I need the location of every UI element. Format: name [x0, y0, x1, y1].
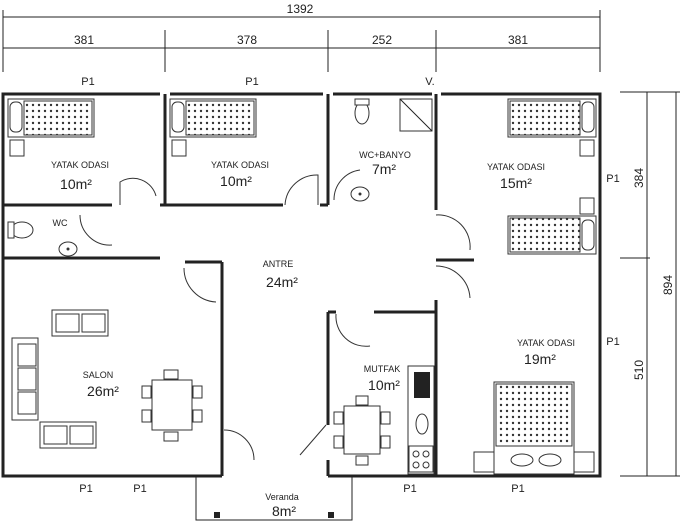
wc-bath-area: 7m²: [372, 161, 396, 177]
interior-walls: [3, 94, 474, 476]
window-tag-top-1: P1: [81, 76, 94, 88]
width-segment-1: 381: [74, 33, 94, 47]
window-tag-bottom-3: P1: [403, 483, 416, 495]
window-tag-right-2: P1: [606, 336, 619, 348]
living-room-furniture: [11, 309, 203, 449]
veranda-name: Veranda: [265, 492, 299, 502]
kitchen-area: 10m²: [368, 377, 400, 393]
bed-room-3-top: [507, 98, 597, 157]
top-dimension-lines: [2, 10, 601, 72]
bedroom-4-area: 19m²: [524, 351, 556, 367]
right-upper-dimension: 384: [632, 168, 646, 188]
window-tag-top-2: P1: [245, 76, 258, 88]
wc-bath-name: WC+BANYO: [359, 150, 411, 160]
kitchen-furniture: [333, 365, 435, 475]
living-area: 26m²: [87, 383, 119, 399]
bedroom-1-area: 10m²: [60, 176, 92, 192]
kitchen-name: MUTFAK: [364, 364, 401, 374]
window-tag-bottom-1: P1: [79, 483, 92, 495]
bathroom-fixtures: [7, 98, 433, 257]
total-width-label: 1392: [287, 2, 314, 16]
bedroom-4-name: YATAK ODASI: [517, 338, 575, 348]
right-dimension-lines: [620, 91, 680, 477]
exterior-walls: [1, 92, 602, 478]
bed-room-3-bottom: [507, 197, 597, 255]
bedroom-3-name: YATAK ODASI: [487, 162, 545, 172]
bed-room-1: [7, 98, 95, 157]
veranda-outline: [195, 476, 353, 521]
width-segment-3: 252: [372, 33, 392, 47]
door-swings: [79, 169, 471, 461]
bedroom-2-name: YATAK ODASI: [211, 160, 269, 170]
total-height-dimension: 894: [661, 275, 675, 295]
veranda-area: 8m²: [272, 503, 296, 519]
window-tag-vent: V.: [425, 76, 434, 88]
right-lower-dimension: 510: [632, 360, 646, 380]
hall-name: ANTRE: [263, 259, 294, 269]
width-segment-2: 378: [237, 33, 257, 47]
window-tag-bottom-4: P1: [511, 483, 524, 495]
bedroom-1-name: YATAK ODASI: [51, 160, 109, 170]
double-bed-room-4: [473, 381, 595, 475]
bed-room-2: [169, 98, 257, 157]
bedroom-2-area: 10m²: [220, 173, 252, 189]
living-name: SALON: [83, 370, 114, 380]
width-segment-4: 381: [508, 33, 528, 47]
wc-name: WC: [53, 218, 68, 228]
hall-area: 24m²: [266, 274, 298, 290]
window-tag-bottom-2: P1: [133, 483, 146, 495]
bedroom-3-area: 15m²: [500, 175, 532, 191]
window-tag-right-1: P1: [606, 173, 619, 185]
